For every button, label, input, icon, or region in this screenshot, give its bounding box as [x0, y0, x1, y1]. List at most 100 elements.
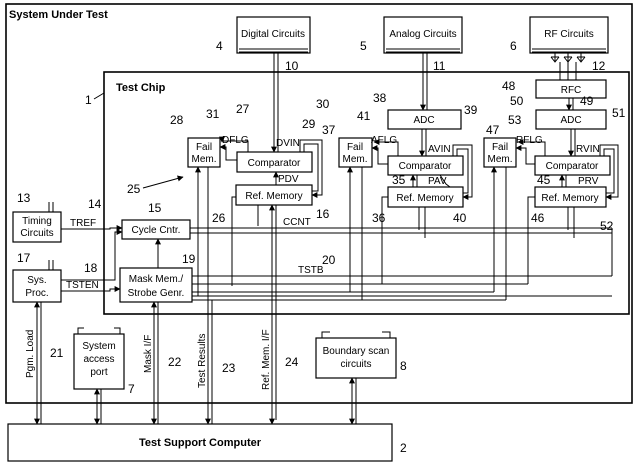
system-under-test-frame — [5, 3, 633, 404]
ref-18: 18 — [84, 261, 98, 275]
cycle-counter-block: Cycle Cntr. — [121, 219, 191, 240]
ref-12: 12 — [592, 59, 606, 73]
signal-aflg: AFLG — [371, 135, 397, 146]
ref-26: 26 — [212, 211, 226, 225]
test-chip-title: Test Chip — [116, 82, 166, 94]
ref-11: 11 — [433, 59, 446, 73]
ref-24: 24 — [285, 355, 299, 369]
sys-proc-block: Sys. Proc. — [12, 260, 62, 303]
ref-8: 8 — [400, 359, 407, 373]
svg-text:Comparator: Comparator — [546, 161, 599, 172]
svg-text:Fail: Fail — [196, 142, 212, 153]
ref-13: 13 — [17, 191, 31, 205]
signal-prv: PRV — [578, 176, 599, 187]
ref-5: 5 — [360, 39, 367, 53]
digital-circuits-label: Digital Circuits — [241, 29, 305, 40]
ref-10: 10 — [285, 59, 299, 73]
ref-14: 14 — [88, 197, 102, 211]
ref-25: 25 — [127, 182, 141, 196]
ref-35: 35 — [392, 173, 406, 187]
ref-21: 21 — [50, 346, 64, 360]
boundary-scan-block: Boundary scan circuits — [315, 331, 397, 379]
svg-text:Proc.: Proc. — [25, 288, 48, 299]
fail-memory-analog: Fail Mem. — [338, 137, 373, 168]
svg-text:Boundary scan: Boundary scan — [323, 346, 390, 357]
svg-text:Mask Mem./: Mask Mem./ — [129, 274, 184, 285]
rf-circuits-label: RF Circuits — [544, 29, 593, 40]
svg-text:circuits: circuits — [340, 359, 371, 370]
fail-memory-digital: Fail Mem. — [187, 137, 221, 168]
system-access-port-block: System access port — [73, 327, 125, 390]
ref-30: 30 — [316, 97, 330, 111]
signal-tref: TREF — [70, 218, 96, 229]
system-under-test-title: System Under Test — [9, 9, 108, 21]
test-support-computer-label: Test Support Computer — [139, 437, 262, 449]
svg-text:Mem.: Mem. — [343, 154, 368, 165]
ref-45: 45 — [537, 173, 551, 187]
ref-7: 7 — [128, 382, 135, 396]
ref-15: 15 — [148, 201, 162, 215]
rfc-block: RFC — [535, 79, 607, 99]
bus-label-test-results: Test Results — [197, 334, 208, 388]
signal-pdv: PDV — [278, 174, 299, 185]
svg-text:port: port — [90, 367, 107, 378]
ref-28: 28 — [170, 113, 184, 127]
svg-text:Comparator: Comparator — [248, 158, 301, 169]
ref-17: 17 — [17, 251, 31, 265]
signal-dvin: DVIN — [276, 138, 300, 149]
test-support-computer-block: Test Support Computer — [7, 423, 393, 462]
ref-29: 29 — [302, 117, 316, 131]
ref-20: 20 — [322, 253, 336, 267]
ref-46: 46 — [531, 211, 545, 225]
ref-23: 23 — [222, 361, 236, 375]
ref-48: 48 — [502, 79, 516, 93]
ref-36: 36 — [372, 211, 386, 225]
svg-text:access: access — [83, 354, 114, 365]
adc-analog-block: ADC — [387, 109, 462, 130]
mask-memory-strobe-block: Mask Mem./ Strobe Genr. — [119, 267, 193, 303]
svg-text:Timing: Timing — [22, 216, 52, 227]
svg-text:Mem.: Mem. — [488, 154, 513, 165]
signal-rvin: RVIN — [576, 144, 600, 155]
signal-dflg: DFLG — [222, 135, 249, 146]
analog-circuits-label: Analog Circuits — [389, 29, 456, 40]
adc-rf-block: ADC — [535, 109, 607, 130]
svg-text:Ref. Memory: Ref. Memory — [396, 193, 453, 204]
svg-text:Ref. Memory: Ref. Memory — [245, 191, 302, 202]
svg-text:Mem.: Mem. — [192, 154, 217, 165]
svg-text:Comparator: Comparator — [399, 161, 452, 172]
digital-circuits-block: Digital Circuits — [236, 16, 311, 54]
svg-text:Strobe Genr.: Strobe Genr. — [128, 288, 185, 299]
ref-22: 22 — [168, 355, 182, 369]
comparator-rf: Comparator — [534, 155, 611, 176]
ref-memory-digital: Ref. Memory — [235, 184, 313, 206]
rfc-label: RFC — [561, 85, 582, 96]
ref-19: 19 — [182, 252, 196, 266]
ref-41: 41 — [357, 109, 371, 123]
adc-rf-label: ADC — [560, 115, 581, 126]
ref-37: 37 — [322, 123, 336, 137]
ref-31: 31 — [206, 107, 220, 121]
svg-text:Circuits: Circuits — [20, 228, 53, 239]
ref-6: 6 — [510, 39, 517, 53]
ref-51: 51 — [612, 106, 626, 120]
fail-memory-rf: Fail Mem. — [483, 137, 517, 168]
signal-tsten: TSTEN — [66, 280, 99, 291]
signal-avin: AVIN — [428, 144, 451, 155]
comparator-analog: Comparator — [387, 155, 464, 176]
ref-2: 2 — [400, 441, 407, 455]
ref-27: 27 — [236, 102, 250, 116]
ref-4: 4 — [216, 39, 223, 53]
bus-label-mask-if: Mask I/F — [143, 335, 154, 373]
svg-text:Cycle Cntr.: Cycle Cntr. — [132, 225, 181, 236]
ref-memory-rf: Ref. Memory — [534, 186, 607, 208]
ref-52: 52 — [600, 219, 614, 233]
svg-text:Fail: Fail — [347, 142, 363, 153]
ref-memory-analog: Ref. Memory — [387, 186, 464, 208]
ref-47: 47 — [486, 123, 500, 137]
signal-pav: PAV — [428, 176, 447, 187]
test-chip-frame — [103, 71, 630, 315]
timing-circuits-block: Timing Circuits — [12, 202, 62, 243]
ref-49: 49 — [580, 94, 594, 108]
svg-text:Sys.: Sys. — [27, 275, 46, 286]
